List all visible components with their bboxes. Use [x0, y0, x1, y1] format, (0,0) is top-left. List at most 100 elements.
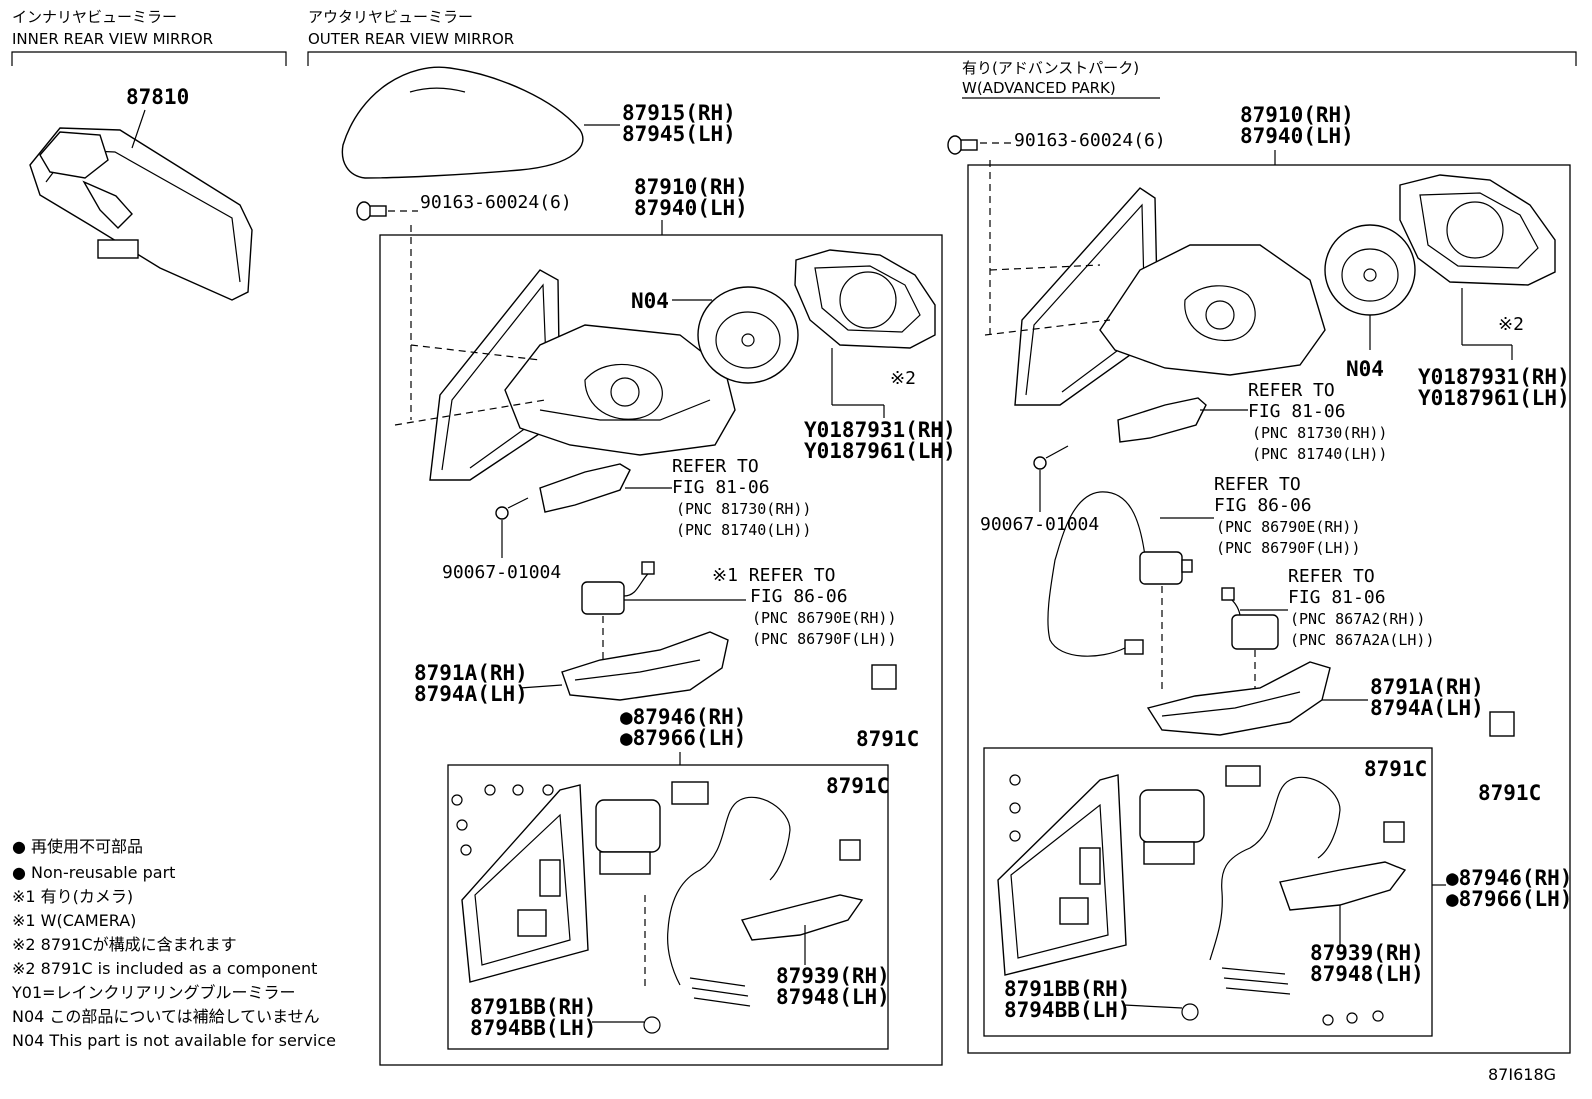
label-pnc-right3b: (PNC 867A2A(LH)) [1290, 631, 1435, 649]
leader-87810 [131, 109, 146, 149]
assembly-box-right [967, 164, 1571, 1054]
mirror-motor-left [697, 286, 799, 384]
label-fig-left2: FIG 86-06 [750, 586, 848, 607]
mirror-glass-left [794, 249, 936, 349]
screw-small-icon [495, 497, 529, 520]
label-87948-right: 87948(LH) [1310, 962, 1424, 986]
label-y0187931-right: Y0187931(RH) [1418, 365, 1570, 389]
label-87910-left: 87910(RH) [634, 175, 748, 199]
label-pnc-right1b: (PNC 81740(LH)) [1252, 445, 1387, 463]
legend-line-8: N04 この部品については補給していません [12, 1007, 320, 1026]
side-lamp-right [1146, 661, 1331, 736]
label-refer-right2: REFER TO [1214, 474, 1301, 495]
label-87940-right: 87940(LH) [1240, 124, 1354, 148]
advanced-park-title-jp: 有り(アドバンストパーク) [962, 59, 1139, 77]
label-87945: 87945(LH) [622, 122, 736, 146]
label-8794bb-right: 8794BB(LH) [1004, 998, 1130, 1022]
dash-housing-1 [410, 344, 541, 361]
label-8794a-right: 8794A(LH) [1370, 696, 1484, 720]
camera-harness-right [1047, 491, 1193, 657]
label-y0187961-left: Y0187961(LH) [804, 439, 956, 463]
label-8791a-left: 8791A(RH) [414, 661, 528, 685]
outer-section-title-en: OUTER REAR VIEW MIRROR [308, 30, 514, 48]
inner-section-title-jp: インナリヤビューミラー [12, 8, 177, 26]
dash-housing-right1 [989, 264, 1101, 271]
mirror-motor-right [1324, 224, 1416, 316]
label-n04-left: N04 [631, 289, 669, 313]
legend-line-4: ※1 W(CAMERA) [12, 911, 136, 930]
legend-line-9: N04 This part is not available for servi… [12, 1031, 336, 1050]
legend: ● 再使用不可部品 ● Non-reusable part ※1 有り(カメラ)… [11, 837, 336, 1050]
label-fig-right2: FIG 86-06 [1214, 495, 1312, 516]
label-87939-right: 87939(RH) [1310, 941, 1424, 965]
assembly-box-left [379, 234, 943, 1066]
legend-line-2: ● Non-reusable part [12, 863, 175, 882]
label-pnc-right2b: (PNC 86790F(LH)) [1216, 539, 1361, 557]
label-8791bb-left: 8791BB(RH) [470, 995, 596, 1019]
inner-section-bracket [11, 51, 287, 66]
label-8794a-left: 8794A(LH) [414, 682, 528, 706]
outer-section-title-jp: アウタリヤビューミラー [308, 8, 473, 26]
inner-section-title-en: INNER REAR VIEW MIRROR [12, 30, 213, 48]
pad-right [1489, 711, 1515, 737]
label-87915: 87915(RH) [622, 101, 736, 125]
screw-right-icon [947, 135, 978, 155]
inner-mirror-drawing [29, 127, 253, 301]
legend-line-5: ※2 8791Cが構成に含まれます [12, 935, 237, 954]
legend-line-3: ※1 有り(カメラ) [12, 887, 133, 906]
side-lamp-left [561, 631, 729, 701]
mirror-housing-right [1014, 187, 1326, 406]
label-refer-left1: REFER TO [672, 456, 759, 477]
label-8791c-kit-left: 8791C [826, 774, 889, 798]
label-87810: 87810 [126, 85, 189, 109]
kit-box-right [983, 747, 1433, 1037]
label-refer-right3: REFER TO [1288, 566, 1375, 587]
label-mark2-left: ※2 [890, 368, 916, 389]
label-87946-right: ●87946(RH) [1446, 866, 1572, 890]
screw-small-right-icon [1033, 445, 1069, 470]
label-90067-right: 90067-01004 [980, 514, 1099, 535]
leader-lamp-left [519, 684, 563, 689]
label-pnc-left2b: (PNC 86790F(LH)) [752, 630, 897, 648]
label-87966-right: ●87966(LH) [1446, 887, 1572, 911]
outer-section-bracket [307, 51, 1577, 66]
mirror-glass-right [1399, 174, 1556, 286]
turn-signal-right [1117, 397, 1207, 443]
label-pnc-right3a: (PNC 867A2(RH)) [1290, 610, 1425, 628]
label-8791c-right: 8791C [1478, 781, 1541, 805]
label-8791bb-right: 8791BB(RH) [1004, 977, 1130, 1001]
label-87946-left: ●87946(RH) [620, 705, 746, 729]
label-87966-left: ●87966(LH) [620, 726, 746, 750]
label-fig-right3: FIG 81-06 [1288, 587, 1386, 608]
camera-left [581, 561, 655, 615]
label-mark2-right: ※2 [1498, 314, 1524, 335]
label-pnc-right1a: (PNC 81730(RH)) [1252, 424, 1387, 442]
sensor-right [1221, 587, 1279, 650]
label-pnc-left1b: (PNC 81740(LH)) [676, 521, 811, 539]
label-n04-right: N04 [1346, 357, 1384, 381]
turn-signal-left [539, 463, 631, 513]
label-8791c-kit-right: 8791C [1364, 757, 1427, 781]
label-87910-right: 87910(RH) [1240, 103, 1354, 127]
label-refer-left2: ※1 REFER TO [712, 565, 835, 586]
kit-parts-left [451, 781, 864, 1034]
label-pnc-right2a: (PNC 86790E(RH)) [1216, 518, 1361, 536]
label-90067-left: 90067-01004 [442, 562, 561, 583]
label-fig-left1: FIG 81-06 [672, 477, 770, 498]
label-8791a-right: 8791A(RH) [1370, 675, 1484, 699]
label-refer-right1: REFER TO [1248, 380, 1335, 401]
leader-base-right [1123, 1004, 1183, 1009]
legend-line-7: Y01=レインクリアリングブルーミラー [11, 983, 296, 1002]
kit-box-left [447, 764, 889, 1050]
label-y0187961-right: Y0187961(LH) [1418, 386, 1570, 410]
label-87948-left: 87948(LH) [776, 985, 890, 1009]
legend-line-6: ※2 8791C is included as a component [12, 959, 317, 978]
label-8791c-left: 8791C [856, 727, 919, 751]
label-90163-right: 90163-60024(6) [1014, 130, 1166, 151]
figure-code: 87I618G [1488, 1065, 1556, 1084]
mirror-housing-left [429, 269, 736, 481]
label-fig-right1: FIG 81-06 [1248, 401, 1346, 422]
dash-housing-right2 [984, 319, 1111, 336]
mirror-cover-left [341, 66, 584, 179]
